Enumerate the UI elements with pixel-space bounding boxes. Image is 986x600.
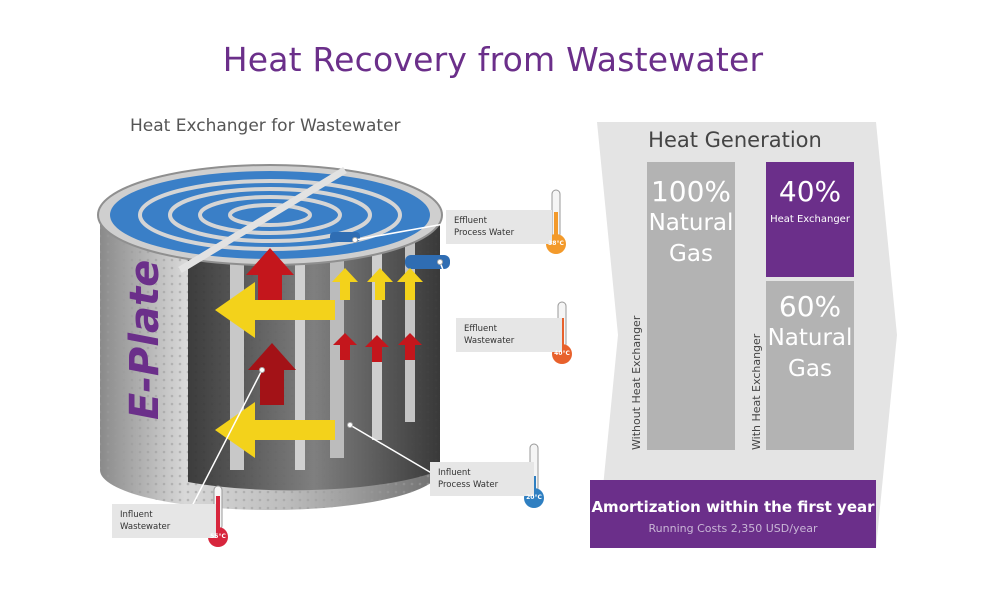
page-title: Heat Recovery from Wastewater — [222, 40, 764, 79]
with-top-values: 40% Heat Exchanger — [766, 175, 854, 225]
flow-arrows — [215, 248, 423, 458]
without-values: 100% Natural Gas — [647, 175, 735, 270]
without-percent: 100% — [650, 175, 732, 208]
amortization-title: Amortization within the first year — [591, 498, 875, 516]
with-bottom-source-line2: Gas — [788, 356, 832, 382]
without-axis-label: Without Heat Exchanger — [630, 315, 643, 450]
bar-with-natural-gas — [766, 281, 854, 450]
temp-influent-waste: 55°C — [210, 533, 226, 540]
with-top-percent: 40% — [778, 175, 842, 208]
amortization-banner: Amortization within the first year Runni… — [590, 480, 876, 548]
with-bottom-values: 60% Natural Gas — [766, 290, 854, 385]
temp-effluent-waste: 40°C — [554, 350, 570, 357]
amortization-subtitle: Running Costs 2,350 USD/year — [648, 522, 818, 535]
with-axis-label: With Heat Exchanger — [750, 333, 763, 450]
heat-generation-title: Heat Generation — [648, 128, 822, 152]
with-top-source: Heat Exchanger — [770, 214, 850, 225]
bar-with-heat-exchanger — [766, 162, 854, 277]
without-source-line2: Gas — [669, 241, 713, 267]
without-source-line1: Natural — [648, 210, 734, 236]
diagram-subtitle: Heat Exchanger for Wastewater — [130, 116, 401, 136]
bar-without-natural-gas — [647, 162, 735, 450]
with-bottom-percent: 60% — [778, 290, 842, 323]
with-bottom-source-line1: Natural — [767, 325, 853, 351]
thermometer-icon — [208, 485, 228, 547]
temp-influent-process: 20°C — [526, 494, 542, 501]
brand-label: E-Plate — [122, 259, 168, 420]
temp-effluent-process: 38°C — [548, 240, 564, 247]
